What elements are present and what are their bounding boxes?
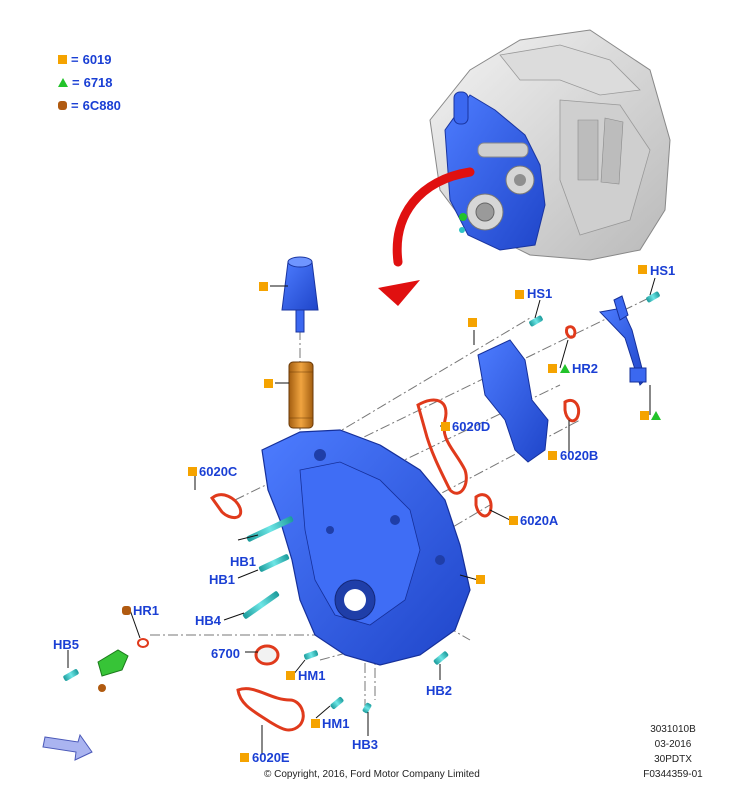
label-hr2: HR2 <box>572 361 599 376</box>
legend-equals: = <box>71 98 79 113</box>
front-seal <box>254 644 280 666</box>
reference-figure-id: F0344359-01 <box>643 769 703 780</box>
label-6020c: 6020C <box>199 464 238 479</box>
label-hb1-upper: HB1 <box>230 554 257 569</box>
o-ring-hr1 <box>137 638 149 648</box>
legend-row-6c880: = 6C880 <box>58 98 121 113</box>
legend-row-6019: = 6019 <box>58 52 112 67</box>
label-6020a: 6020A <box>520 513 559 528</box>
triangle-marker-icon <box>58 78 68 87</box>
engine-front-cover <box>261 429 471 666</box>
label-hs1-top: HS1 <box>527 286 553 301</box>
label-hb1-lower: HB1 <box>209 572 236 587</box>
legend-value: 6019 <box>82 52 112 67</box>
reference-date: 03-2016 <box>654 739 692 750</box>
square-marker-icon <box>58 55 67 64</box>
oil-tube-assembly <box>598 295 647 386</box>
label-hb4: HB4 <box>195 613 222 628</box>
label-hm1-lower: HM1 <box>322 716 350 731</box>
oil-filter-housing <box>281 256 319 333</box>
view-direction-arrow <box>42 733 93 761</box>
label-hb5: HB5 <box>53 637 80 652</box>
engine-overview <box>429 29 671 261</box>
reference-engine-code: 30PDTX <box>654 754 692 765</box>
label-hm1-upper: HM1 <box>298 668 326 683</box>
timing-cover-plate <box>477 339 549 463</box>
label-6020b: 6020B <box>560 448 599 463</box>
legend-value: 6C880 <box>82 98 121 113</box>
label-6020e: 6020E <box>252 750 290 765</box>
label-hb3: HB3 <box>352 737 379 752</box>
label-hb2: HB2 <box>426 683 453 698</box>
legend-equals: = <box>71 52 79 67</box>
legend-row-6718: = 6718 <box>58 75 113 90</box>
label-hr1: HR1 <box>133 603 160 618</box>
octagon-marker-icon <box>58 101 67 110</box>
label-6700: 6700 <box>211 646 240 661</box>
copyright-text: © Copyright, 2016, Ford Motor Company Li… <box>264 769 480 780</box>
reference-block: 3031010B 03-2016 30PDTX F0344359-01 <box>633 724 713 784</box>
red-arrow <box>378 167 475 306</box>
callout-markers <box>122 265 661 762</box>
sensor-assembly <box>97 649 129 692</box>
legend-equals: = <box>72 75 80 90</box>
reference-code: 3031010B <box>650 724 696 735</box>
bolts <box>63 291 660 714</box>
legend-value: 6718 <box>83 75 113 90</box>
oil-filter-element <box>288 361 314 429</box>
gaskets <box>209 325 581 732</box>
label-6020d: 6020D <box>452 419 491 434</box>
label-hs1-right: HS1 <box>650 263 676 278</box>
